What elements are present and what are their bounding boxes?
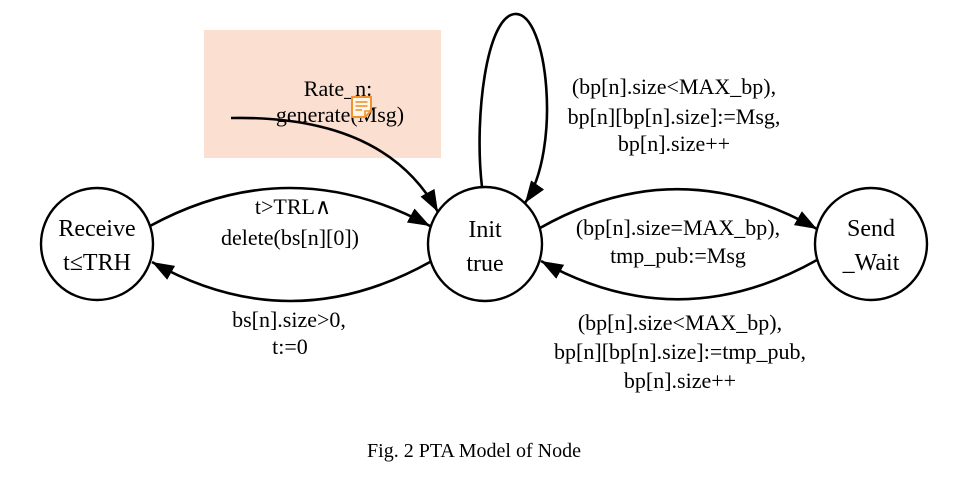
init-to-receive-label-line-1: bs[n].size>0, [232,307,346,332]
init-self-loop-label-line-1: (bp[n].size<MAX_bp), [572,74,776,99]
state-send-wait: Send _Wait [813,186,929,302]
highlight-box [204,30,441,158]
receive-to-init-transition: t>TRL∧ delete(bs[n][0]) [149,186,431,250]
initial-transition-label-line-2: generate(Msg) [276,102,404,127]
init-self-loop-label-line-3: bp[n].size++ [618,131,730,156]
state-init-circle [426,185,544,303]
init-self-loop-transition: (bp[n].size<MAX_bp), bp[n][bp[n].size]:=… [478,12,781,204]
init-to-send-wait-label-line-2: tmp_pub:=Msg [610,243,746,268]
state-send-wait-name-line-1: Send [847,216,895,242]
send-wait-to-init-label-line-2: bp[n][bp[n].size]:=tmp_pub, [554,339,806,364]
init-to-receive-edge [151,260,431,303]
note-icon-body [351,96,372,118]
init-self-loop-edge [478,12,549,204]
send-wait-to-init-edge [540,258,818,301]
state-init: Init true [426,185,544,303]
state-receive-circle [39,186,155,302]
state-receive-invariant: t≤TRH [63,250,131,276]
state-init-invariant: true [466,251,503,277]
init-to-send-wait-transition: (bp[n].size=MAX_bp), tmp_pub:=Msg [539,187,818,268]
receive-to-init-label-line-2: delete(bs[n][0]) [221,225,359,250]
send-wait-to-init-label-line-3: bp[n].size++ [624,368,736,393]
receive-to-init-label-line-1: t>TRL∧ [255,194,331,219]
receive-to-init-edge [149,186,431,228]
init-to-send-wait-edge [539,187,818,231]
init-to-send-wait-label-line-1: (bp[n].size=MAX_bp), [576,215,780,240]
initial-transition: Rate_n: generate(Msg) [230,76,440,213]
state-send-wait-name-line-2: _Wait [842,250,900,276]
figure-caption: Fig. 2 PTA Model of Node [367,440,581,462]
send-wait-to-init-label-line-1: (bp[n].size<MAX_bp), [578,310,782,335]
init-to-receive-label-line-2: t:=0 [272,334,308,359]
state-receive-name: Receive [58,216,135,242]
note-icon-fold [364,110,371,117]
state-send-wait-circle [813,186,929,302]
send-wait-to-init-transition: (bp[n].size<MAX_bp), bp[n][bp[n].size]:=… [540,258,818,393]
initial-edge [230,116,440,213]
state-receive: Receive t≤TRH [39,186,155,302]
note-icon [351,96,372,118]
state-init-name: Init [468,217,502,243]
init-to-receive-transition: bs[n].size>0, t:=0 [151,260,431,359]
init-self-loop-label-line-2: bp[n][bp[n].size]:=Msg, [568,104,781,129]
